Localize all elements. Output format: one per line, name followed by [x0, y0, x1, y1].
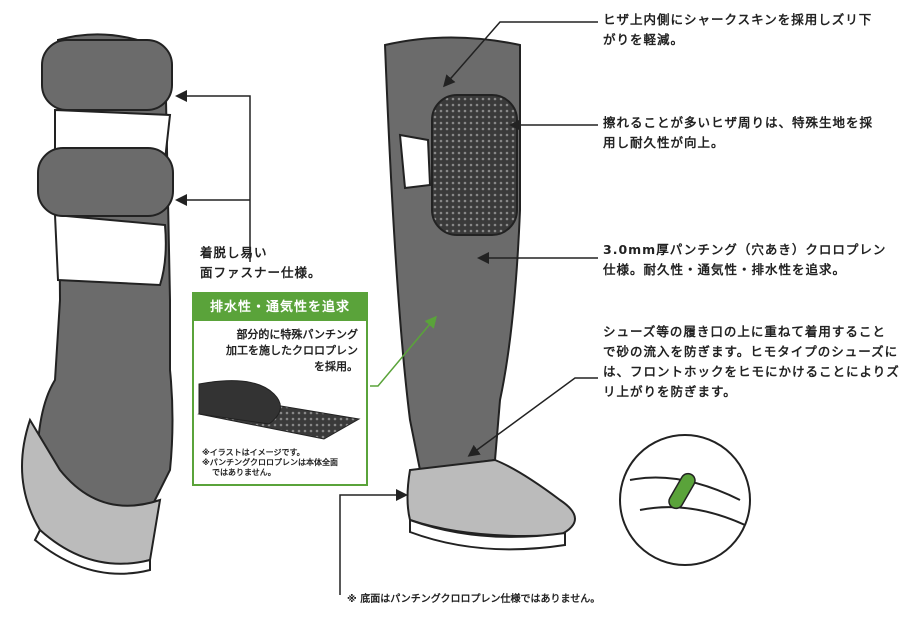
front-hook-inset — [619, 434, 751, 566]
left-leg-back-view — [21, 33, 174, 575]
right-leg-side-view — [383, 36, 576, 551]
footnote: ※パンチングクロロプレンは本体全面 — [202, 458, 339, 467]
callout-knee: 擦れることが多いヒザ周りは、特殊生地を採 用し耐久性が向上。 — [603, 113, 873, 153]
callout-line: シューズ等の履き口の上に重ねて着用すること — [603, 324, 886, 339]
callout-line: 用し耐久性が向上。 — [603, 135, 725, 150]
callout-sharkskin: ヒザ上内側にシャークスキンを採用しズリ下 がりを軽減。 — [603, 10, 872, 50]
callout-line: リ上がりを防ぎます。 — [603, 384, 737, 399]
bottom-footnote: ※ 底面はパンチングクロロプレン仕様ではありません。 — [347, 594, 601, 605]
body-line: 部分的に特殊パンチング — [236, 328, 358, 341]
callout-shoes: シューズ等の履き口の上に重ねて着用すること で砂の流入を防ぎます。ヒモタイプのシ… — [603, 322, 900, 402]
callout-line: 面ファスナー仕様。 — [200, 265, 322, 280]
callout-fastener: 着脱し易い 面ファスナー仕様。 — [200, 243, 322, 283]
feature-box-footnotes: ※イラストはイメージです。 ※パンチングクロロプレンは本体全面 ではありません。 — [202, 448, 338, 478]
footnote: ではありません。 — [212, 468, 276, 477]
callout-line: で砂の流入を防ぎます。ヒモタイプのシューズに — [603, 344, 899, 359]
feature-box-body: 部分的に特殊パンチング 加工を施したクロロプレン を採用。 — [194, 321, 366, 375]
green-callout-arrow — [370, 315, 437, 387]
callout-punching: 3.0mm厚パンチング（穴あき）クロロプレン 仕様。耐久性・通気性・排水性を追求… — [603, 240, 886, 280]
callout-line: 3.0mm厚パンチング（穴あき）クロロプレン — [603, 242, 887, 257]
footnote: ※イラストはイメージです。 — [202, 448, 305, 457]
neoprene-sample-image — [197, 380, 361, 440]
callout-line: は、フロントホックをヒモにかけることによりズ — [603, 364, 900, 379]
body-line: 加工を施したクロロプレン — [226, 344, 358, 357]
body-line: を採用。 — [314, 360, 358, 373]
callout-line: 仕様。耐久性・通気性・排水性を追求。 — [603, 262, 847, 277]
feature-box-title: 排水性・通気性を追求 — [194, 294, 366, 321]
feature-box-drainage: 排水性・通気性を追求 部分的に特殊パンチング 加工を施したクロロプレン を採用。… — [192, 292, 368, 486]
callout-line: ヒザ上内側にシャークスキンを採用しズリ下 — [603, 12, 873, 27]
callout-arrows — [175, 21, 598, 595]
callout-line: 擦れることが多いヒザ周りは、特殊生地を採 — [603, 115, 874, 130]
callout-line: 着脱し易い — [200, 245, 268, 260]
callout-line: がりを軽減。 — [603, 32, 685, 47]
